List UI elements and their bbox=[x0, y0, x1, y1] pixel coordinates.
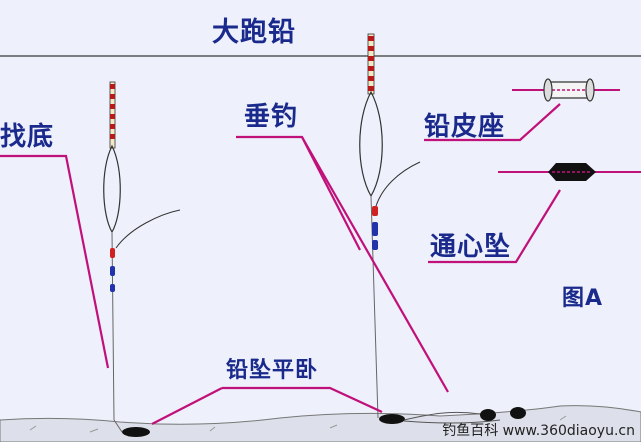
right-bottom-leader-2 bbox=[403, 419, 501, 424]
label-sinker-base: 铅皮座 bbox=[424, 112, 506, 142]
label-find-bottom: 找底 bbox=[0, 122, 55, 152]
left-bead-blue bbox=[110, 266, 115, 276]
right-float-antenna bbox=[367, 33, 375, 95]
left-bead-red bbox=[110, 248, 115, 258]
bottom-texture bbox=[29, 415, 567, 433]
pointer-sinker-flat-left bbox=[151, 387, 223, 425]
left-float-body bbox=[103, 144, 121, 234]
right-bead-blue-2 bbox=[372, 240, 378, 250]
right-bead-blue bbox=[372, 222, 378, 236]
diagram-title: 大跑铅 bbox=[212, 17, 296, 48]
left-side-leader bbox=[115, 209, 181, 249]
right-float-rig bbox=[359, 33, 526, 424]
pointer-through-sinker bbox=[428, 189, 561, 264]
label-vertical-hook: 垂钓 bbox=[244, 102, 299, 132]
label-through-sinker: 通心坠 bbox=[430, 232, 512, 262]
pointer-sinker-base bbox=[424, 103, 561, 142]
label-figure: 图A bbox=[562, 286, 604, 311]
right-hook-bait bbox=[480, 409, 496, 421]
left-bead-blue-2 bbox=[110, 284, 115, 292]
sinker-base-icon bbox=[512, 78, 620, 102]
pointer-vertical-hook bbox=[236, 135, 361, 251]
pointer-find-bottom bbox=[0, 154, 110, 369]
right-sinker bbox=[379, 414, 405, 424]
label-sinker-flat: 铅坠平卧 bbox=[226, 358, 319, 383]
right-hook-bait-2 bbox=[510, 407, 526, 419]
left-float-rig bbox=[103, 81, 181, 437]
right-antenna-stripes bbox=[368, 36, 374, 91]
right-float-body bbox=[359, 90, 383, 198]
right-bottom-leader bbox=[403, 411, 481, 421]
pointer-sinker-flat-mid bbox=[222, 386, 383, 413]
left-sinker bbox=[122, 427, 150, 437]
left-antenna-stripes bbox=[110, 84, 115, 139]
right-side-leader bbox=[375, 161, 421, 207]
pointer-lines bbox=[0, 103, 561, 425]
right-bead-red bbox=[372, 206, 378, 216]
watermark: 钓鱼百科 www.360diaoyu.cn bbox=[442, 423, 635, 439]
left-sinker-line bbox=[113, 419, 123, 433]
left-main-line bbox=[111, 231, 115, 421]
through-sinker-icon bbox=[498, 163, 641, 181]
pointer-vertical-hook-2 bbox=[301, 136, 449, 393]
